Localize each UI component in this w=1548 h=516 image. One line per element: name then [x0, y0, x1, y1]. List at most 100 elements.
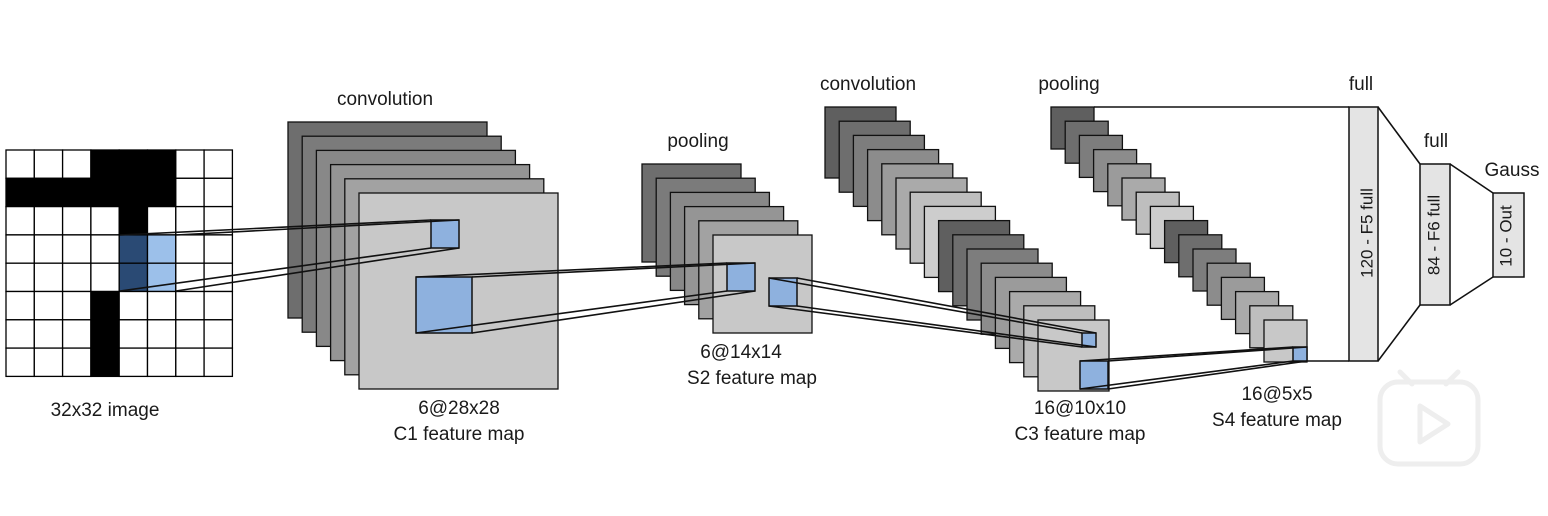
pixel-cell: [203, 347, 234, 378]
connection-line: [415, 290, 728, 334]
fully-connected-layers: [1094, 106, 1525, 362]
c3-size-label: 16@10x10: [1034, 398, 1126, 419]
pixel-cell: [90, 347, 120, 378]
pixel-cell: [90, 205, 120, 236]
pixel-cell: [146, 177, 177, 208]
pixel-cell: [61, 149, 92, 179]
pixel-cell: [33, 319, 64, 349]
pixel-cell: [61, 347, 92, 378]
pixel-cell: [33, 290, 64, 321]
pixel-cell: [5, 234, 35, 264]
pixel-cell: [118, 290, 149, 321]
f6-operation-label: full: [1424, 131, 1448, 152]
pixel-cell: [118, 319, 149, 349]
s4-unit-highlight: [1292, 346, 1308, 362]
connection-line: [796, 305, 1097, 348]
connection-line: [768, 277, 1083, 334]
pixel-cell: [146, 319, 177, 349]
pixel-cell: [61, 262, 92, 293]
pixel-cell: [118, 347, 149, 378]
s2-size-label: 6@14x14: [700, 342, 782, 363]
pixel-cell: [146, 205, 177, 236]
pixel-cell: [90, 234, 120, 264]
c1-feature-map-stack: [287, 121, 559, 390]
pixel-cell: [203, 319, 234, 349]
pixel-cell: [33, 347, 64, 378]
f5-layer: [1348, 106, 1379, 362]
pixel-cell: [175, 234, 205, 264]
c1-unit-highlight: [430, 219, 460, 249]
pixel-cell: [90, 319, 120, 349]
pixel-cell: [61, 290, 92, 321]
play-button[interactable]: [1377, 369, 1481, 467]
pixel-cell: [5, 290, 35, 321]
connection-line: [415, 262, 728, 278]
out-operation-label: Gauss: [1485, 160, 1540, 181]
s2-name-label: S2 feature map: [687, 368, 817, 389]
pixel-cell: [61, 234, 92, 264]
s4-size-label: 16@5x5: [1241, 384, 1312, 405]
pixel-cell: [175, 319, 205, 349]
pixel-cell: [146, 347, 177, 378]
c3-operation-label: convolution: [820, 74, 916, 95]
f6-layer-label: 84 - F6 full: [1424, 195, 1443, 275]
receptive-field-connections: [119, 219, 1308, 390]
out-layer-label: 10 - Out: [1496, 205, 1515, 267]
connection-line: [119, 219, 432, 236]
c3-feature-map-stack: [824, 106, 1110, 392]
pixel-cell: [146, 234, 177, 264]
connection-line: [119, 247, 432, 292]
connection-line: [1079, 346, 1294, 362]
connection-line: [1079, 360, 1294, 390]
out-layer: [1492, 192, 1525, 278]
pixel-cell: [61, 319, 92, 349]
pixel-cell: [90, 149, 120, 179]
connection-line: [471, 290, 756, 334]
pixel-cell: [5, 319, 35, 349]
pixel-cell: [203, 290, 234, 321]
pixel-cell: [5, 205, 35, 236]
pixel-cell: [33, 234, 64, 264]
pixel-cell: [203, 149, 234, 179]
pixel-cell: [146, 290, 177, 321]
play-icon: [1377, 369, 1481, 467]
pixel-cell: [5, 177, 35, 208]
input-image-grid: [5, 149, 234, 378]
connection-line: [768, 305, 1083, 348]
c1-pool-window-highlight: [415, 276, 473, 334]
pixel-cell: [90, 177, 120, 208]
fc-connection-line: [1377, 304, 1421, 362]
pixel-cell: [33, 149, 64, 179]
fc-connection-line: [1449, 163, 1494, 194]
c3-name-label: C3 feature map: [1015, 424, 1146, 445]
pixel-cell: [90, 262, 120, 293]
connection-line: [1107, 360, 1308, 390]
f6-layer: [1419, 163, 1451, 306]
pixel-cell: [146, 149, 177, 179]
pixel-cell: [118, 205, 149, 236]
pixel-cell: [5, 262, 35, 293]
fc-connection-line: [1449, 276, 1494, 306]
c1-name-label: C1 feature map: [394, 424, 525, 445]
s4-feature-map-stack: [1050, 106, 1308, 363]
pixel-cell: [118, 177, 149, 208]
s4-operation-label: pooling: [1038, 74, 1099, 95]
pixel-cell: [5, 347, 35, 378]
pixel-cell: [61, 205, 92, 236]
s4-name-label: S4 feature map: [1212, 410, 1342, 431]
pixel-cell: [90, 290, 120, 321]
c3-pool-window-highlight: [1079, 360, 1109, 390]
pixel-cell: [118, 234, 149, 264]
connection-line: [1107, 346, 1308, 362]
input-label: 32x32 image: [51, 400, 160, 421]
pixel-cell: [203, 177, 234, 208]
f5-operation-label: full: [1349, 74, 1373, 95]
pixel-cell: [61, 177, 92, 208]
c1-size-label: 6@28x28: [418, 398, 500, 419]
s2-unit-highlight: [726, 262, 756, 292]
pixel-cell: [175, 177, 205, 208]
fc-connection-line: [1377, 106, 1421, 165]
connection-line: [175, 219, 460, 236]
pixel-cell: [175, 149, 205, 179]
